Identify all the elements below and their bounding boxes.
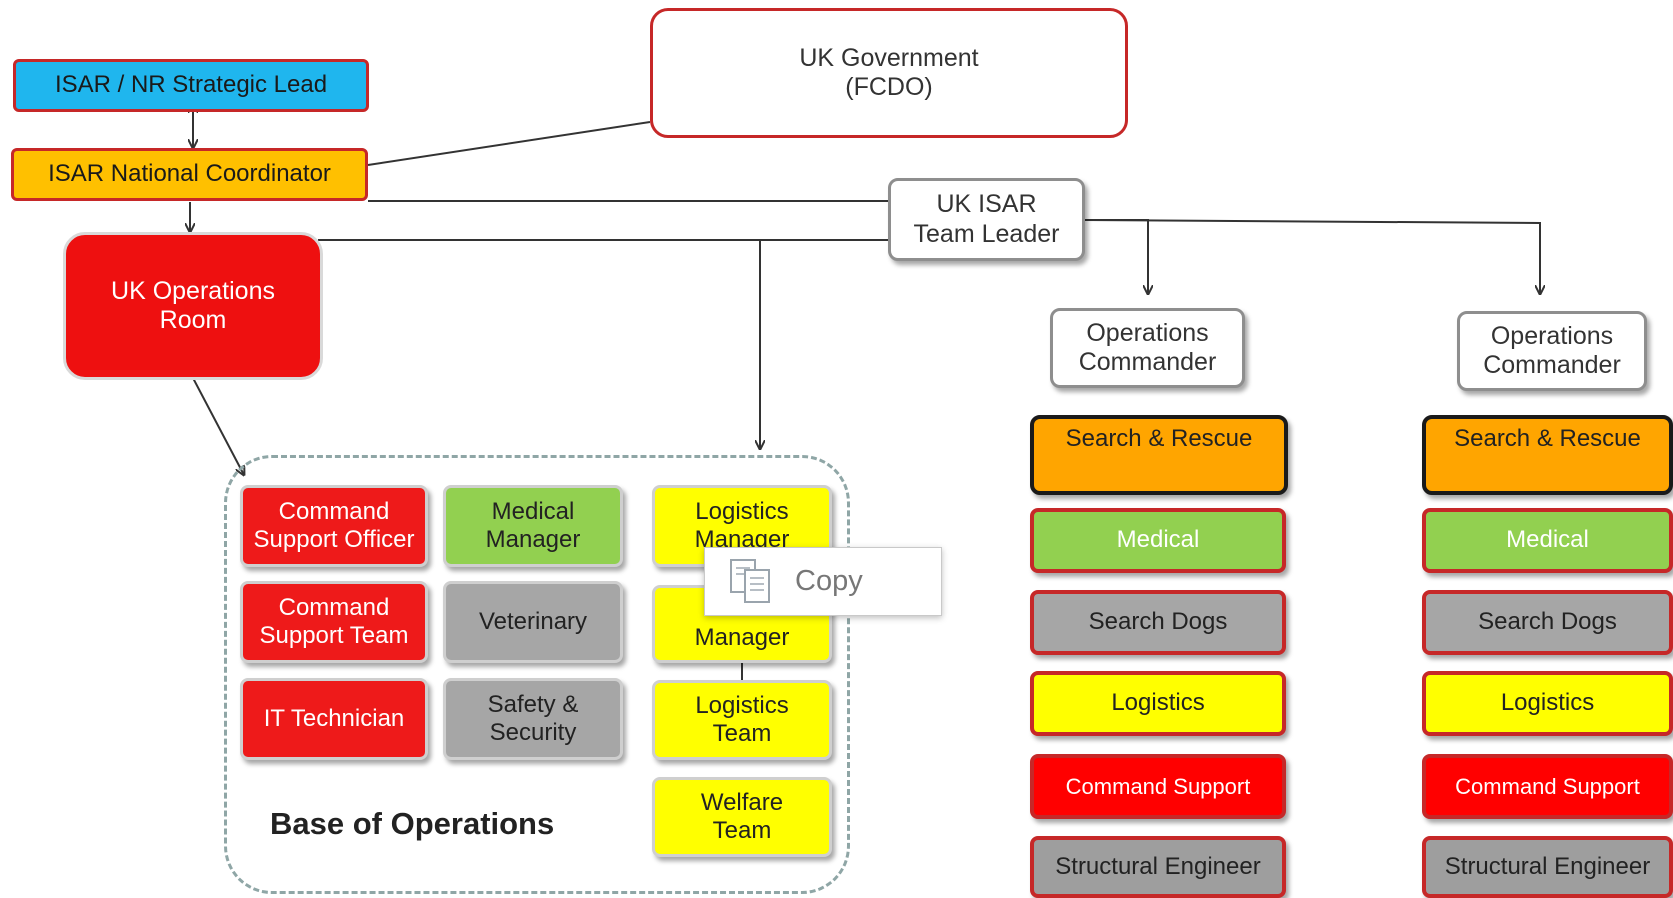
boo-unit-label: IT Technician bbox=[263, 704, 405, 732]
copy-label: Copy bbox=[795, 565, 863, 597]
team1-unit-structural-engineer: Structural Engineer bbox=[1030, 836, 1286, 898]
operations-commander-label: Operations Commander bbox=[1483, 321, 1621, 380]
strategic-lead-box: ISAR / NR Strategic Lead bbox=[13, 59, 369, 112]
unit-label: Logistics bbox=[1111, 689, 1205, 717]
boo-unit-label: Safety & Security bbox=[487, 690, 579, 746]
boo-unit-label: Welfare Team bbox=[700, 788, 784, 844]
team2-unit-search-dogs: Search Dogs bbox=[1422, 590, 1673, 655]
team1-unit-search-rescue: Search & Rescue bbox=[1030, 415, 1288, 495]
copy-icon bbox=[730, 558, 770, 603]
team1-unit-medical: Medical bbox=[1030, 508, 1286, 573]
boo-unit-veterinary: Veterinary bbox=[443, 581, 623, 663]
unit-label: Command Support bbox=[1455, 773, 1640, 799]
unit-label: Search & Rescue bbox=[1454, 425, 1641, 452]
boo-unit-label: Manager bbox=[694, 623, 790, 651]
unit-label: Search & Rescue bbox=[1065, 425, 1253, 452]
uk-operations-room-box: UK Operations Room bbox=[63, 232, 323, 380]
link-teamleader-opscmd1 bbox=[1085, 219, 1148, 294]
link-teamleader-opscmd2 bbox=[1084, 219, 1540, 294]
operations-commander-label: Operations Commander bbox=[1078, 318, 1217, 377]
unit-label: Command Support bbox=[1065, 773, 1251, 799]
copy-button[interactable]: Copy bbox=[704, 547, 942, 616]
operations-commander-box-2: Operations Commander bbox=[1457, 311, 1647, 391]
uk-government-label: UK Government (FCDO) bbox=[799, 43, 979, 102]
unit-label: Logistics bbox=[1500, 689, 1595, 717]
boo-unit-logistics-team: Logistics Team bbox=[652, 680, 832, 760]
team2-unit-structural-engineer: Structural Engineer bbox=[1422, 836, 1673, 898]
link-coordinator-government bbox=[367, 121, 651, 166]
unit-label: Medical bbox=[1116, 526, 1200, 554]
team2-unit-medical: Medical bbox=[1422, 508, 1673, 573]
team2-unit-logistics: Logistics bbox=[1422, 671, 1673, 736]
boo-unit-label: Veterinary bbox=[478, 607, 588, 635]
base-of-operations-region bbox=[224, 455, 850, 894]
unit-label: Structural Engineer bbox=[1444, 852, 1651, 880]
base-of-operations-title: Base of Operations bbox=[270, 806, 555, 841]
boo-unit-label: Command Support Team bbox=[259, 593, 409, 649]
boo-unit-it-technician: IT Technician bbox=[240, 678, 428, 760]
unit-label: Medical bbox=[1506, 526, 1589, 554]
uk-government-box: UK Government (FCDO) bbox=[650, 8, 1128, 138]
unit-label: Search Dogs bbox=[1088, 608, 1228, 636]
team2-unit-search-rescue: Search & Rescue bbox=[1422, 415, 1673, 495]
boo-unit-safety-security: Safety & Security bbox=[443, 678, 623, 760]
team-leader-box: UK ISAR Team Leader bbox=[888, 178, 1085, 261]
boo-unit-medical-manager: Medical Manager bbox=[443, 485, 623, 567]
link-opsroom-boo bbox=[192, 377, 244, 475]
team1-unit-logistics: Logistics bbox=[1030, 671, 1286, 736]
boo-unit-label: Logistics Manager bbox=[694, 497, 790, 553]
boo-unit-label: Logistics Team bbox=[695, 691, 789, 747]
boo-unit-welfare-team: Welfare Team bbox=[652, 777, 832, 857]
unit-label: Search Dogs bbox=[1478, 608, 1617, 636]
boo-unit-command-support-team: Command Support Team bbox=[240, 581, 428, 663]
team-leader-label: UK ISAR Team Leader bbox=[913, 190, 1060, 248]
operations-commander-box-1: Operations Commander bbox=[1050, 308, 1245, 388]
uk-operations-room-label: UK Operations Room bbox=[111, 276, 275, 335]
team1-unit-search-dogs: Search Dogs bbox=[1030, 590, 1286, 655]
boo-unit-command-support-officer: Command Support Officer bbox=[240, 485, 428, 567]
unit-label: Structural Engineer bbox=[1055, 852, 1261, 880]
national-coordinator-box: ISAR National Coordinator bbox=[11, 148, 368, 201]
boo-unit-label: Command Support Officer bbox=[253, 497, 415, 553]
national-coordinator-label: ISAR National Coordinator bbox=[48, 160, 331, 188]
boo-unit-label: Medical Manager bbox=[485, 497, 581, 553]
strategic-lead-label: ISAR / NR Strategic Lead bbox=[54, 71, 328, 99]
team1-unit-command-support: Command Support bbox=[1030, 754, 1286, 819]
team2-unit-command-support: Command Support bbox=[1422, 754, 1673, 819]
